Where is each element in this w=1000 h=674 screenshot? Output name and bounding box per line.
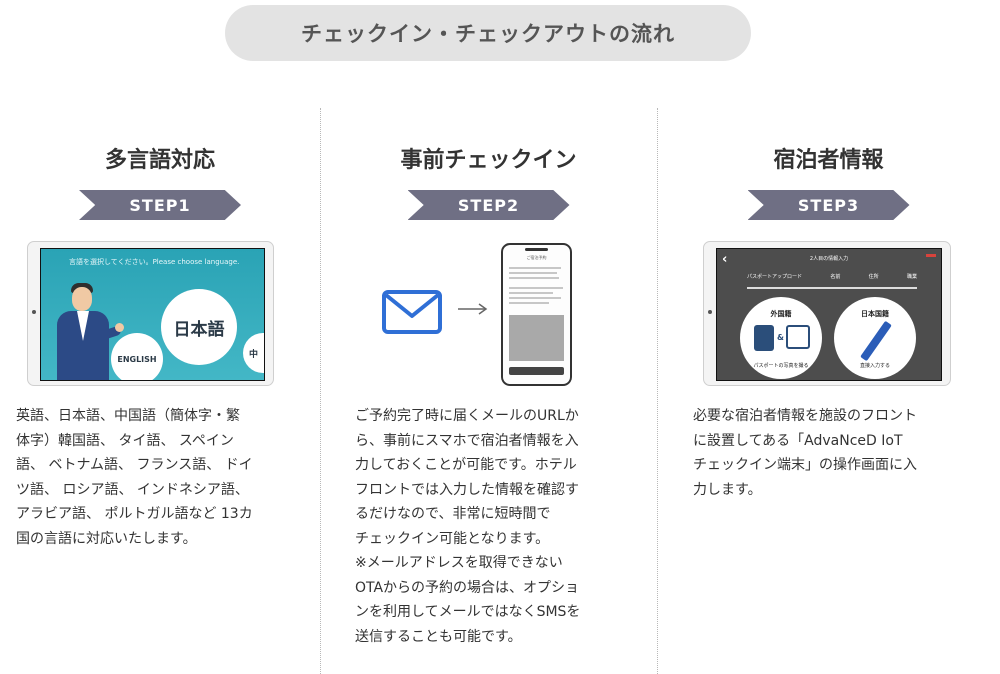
text-line bbox=[509, 272, 557, 274]
desc-line: フロントでは入力した情報を確認す bbox=[355, 481, 579, 498]
camera-dot bbox=[708, 310, 712, 314]
step-description: ご予約完了時に届くメールのURLか ら、事前にスマホで宿泊者情報を入 力しておく… bbox=[355, 404, 645, 649]
option-foreign-national[interactable]: 外国籍 & パスポートの写真を撮る bbox=[740, 297, 822, 379]
option-title: 外国籍 bbox=[770, 310, 792, 318]
tab-name[interactable]: 名前 bbox=[830, 274, 841, 280]
tab-passport-upload[interactable]: パスポートアップロード bbox=[747, 274, 803, 280]
desc-line: ご予約完了時に届くメールのURLか bbox=[355, 408, 579, 424]
arrow-right-icon bbox=[458, 303, 488, 315]
step-column-1: 多言語対応 STEP1 言語を選択してください。Please choose la… bbox=[0, 0, 320, 674]
phone-screen-title: ご宿泊予約 bbox=[526, 255, 547, 260]
text-line bbox=[509, 287, 563, 289]
desc-line: に設置してある「AdvaNceD IoT bbox=[693, 432, 903, 449]
desc-line: 語、 ベトナム語、 フランス語、 ドイ bbox=[16, 457, 253, 473]
desc-line: チェックイン可能となります。 bbox=[355, 530, 550, 547]
concierge-hand bbox=[115, 323, 124, 332]
language-prompt: 言語を選択してください。Please choose language. bbox=[69, 258, 240, 266]
tab-occupation[interactable]: 職業 bbox=[906, 274, 917, 280]
step-description: 必要な宿泊者情報を施設のフロント に設置してある「AdvaNceD IoT チェ… bbox=[693, 404, 988, 502]
step-title: 多言語対応 bbox=[104, 148, 215, 173]
text-line bbox=[509, 277, 559, 279]
passport-icon bbox=[754, 325, 774, 351]
step-title: 事前チェックイン bbox=[400, 148, 577, 173]
step-description: 英語、日本語、中国語（簡体字・繁 体字）韓国語、 タイ語、 スペイン 語、 ベト… bbox=[16, 404, 308, 551]
form-area bbox=[509, 315, 564, 361]
column-divider bbox=[657, 108, 658, 674]
phone-notch bbox=[525, 248, 548, 251]
desc-line: 力しておくことが可能です。ホテル bbox=[355, 457, 577, 473]
smartphone-precheckin-screen: ご宿泊予約 bbox=[501, 243, 572, 386]
desc-line: ら、事前にスマホで宿泊者情報を入 bbox=[355, 432, 579, 449]
desc-line: 体字）韓国語、 タイ語、 スペイン bbox=[16, 432, 234, 449]
desc-line: 力します。 bbox=[693, 481, 762, 498]
screen-heading: 2人目の情報入力 bbox=[809, 256, 849, 262]
desc-line: アラビア語、 ポルトガル語など 13カ bbox=[16, 506, 253, 522]
step-badge: STEP3 bbox=[747, 190, 910, 220]
back-chevron-icon[interactable]: ‹ bbox=[722, 252, 728, 267]
phone-submit-button[interactable] bbox=[509, 367, 564, 375]
tablet-screen: 言語を選択してください。Please choose language. 日本語 … bbox=[40, 248, 265, 381]
desc-line: チェックイン端末」の操作画面に入 bbox=[693, 457, 917, 473]
tablet-language-screen: 言語を選択してください。Please choose language. 日本語 … bbox=[27, 241, 274, 386]
option-subtitle: 直接入力する bbox=[859, 363, 890, 369]
step-column-3: 宿泊者情報 STEP3 ‹ 2人目の情報入力 パスポートアップロード 名前 住所… bbox=[657, 0, 1000, 674]
screen-tabs: パスポートアップロード 名前 住所 職業 bbox=[747, 273, 917, 280]
desc-line: ※メールアドレスを取得できない bbox=[355, 555, 563, 571]
text-line bbox=[509, 297, 561, 299]
desc-line: 送信することも可能です。 bbox=[355, 628, 522, 645]
desc-line: 英語、日本語、中国語（簡体字・繁 bbox=[16, 408, 240, 424]
camera-dot bbox=[32, 310, 36, 314]
text-line bbox=[509, 267, 561, 269]
step-badge: STEP1 bbox=[79, 190, 241, 220]
envelope-icon bbox=[382, 290, 442, 334]
desc-line: ツ語、 ロシア語、 インドネシア語、 bbox=[16, 481, 249, 498]
desc-line: ンを利用してメールではなくSMSを bbox=[355, 604, 581, 620]
language-option-japanese[interactable]: 日本語 bbox=[161, 289, 237, 365]
language-option-english[interactable]: ENGLISH bbox=[111, 333, 163, 380]
desc-line: るだけなので、非常に短時間で bbox=[355, 506, 551, 522]
tab-address[interactable]: 住所 bbox=[868, 274, 879, 280]
desc-line: 国の言語に対応いたします。 bbox=[16, 530, 197, 547]
tablet-screen: ‹ 2人目の情報入力 パスポートアップロード 名前 住所 職業 外国籍 & パス… bbox=[716, 248, 942, 381]
step-title: 宿泊者情報 bbox=[773, 148, 884, 173]
option-title: 日本国籍 bbox=[861, 310, 889, 318]
option-japanese-national[interactable]: 日本国籍 直接入力する bbox=[834, 297, 916, 379]
text-line bbox=[509, 302, 549, 304]
step-column-2: 事前チェックイン STEP2 ご宿泊予約 ご予約完了時に届くメールのURLか ら… bbox=[320, 0, 657, 674]
desc-line: 必要な宿泊者情報を施設のフロント bbox=[693, 408, 917, 424]
desc-line: OTAからの予約の場合は、オプショ bbox=[355, 579, 580, 596]
text-line bbox=[509, 292, 553, 294]
step-badge: STEP2 bbox=[407, 190, 570, 220]
language-option-chinese[interactable]: 中 bbox=[243, 333, 264, 373]
concierge-head bbox=[72, 287, 92, 311]
column-divider bbox=[320, 108, 321, 674]
pen-icon bbox=[860, 320, 892, 362]
section-title: チェックイン・チェックアウトの流れ bbox=[225, 5, 751, 61]
status-indicator bbox=[926, 254, 936, 257]
option-subtitle: パスポートの写真を撮る bbox=[753, 363, 809, 369]
face-scan-icon bbox=[786, 325, 810, 349]
ampersand: & bbox=[777, 333, 784, 342]
tab-underline bbox=[747, 287, 917, 289]
tablet-guest-info-screen: ‹ 2人目の情報入力 パスポートアップロード 名前 住所 職業 外国籍 & パス… bbox=[703, 241, 951, 386]
